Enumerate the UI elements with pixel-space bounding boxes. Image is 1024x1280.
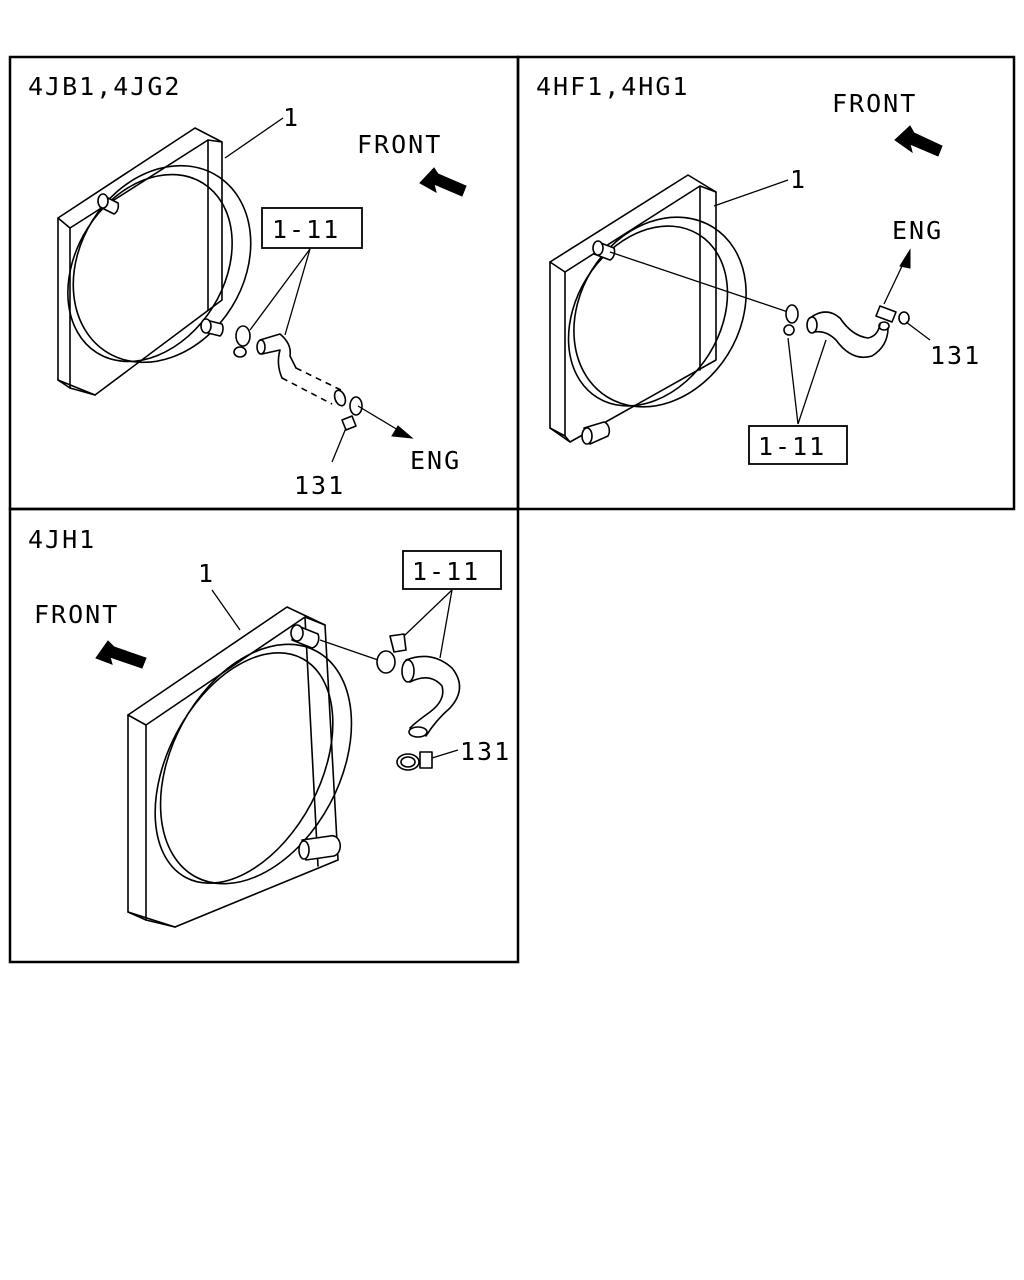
leader-line bbox=[403, 589, 453, 637]
part-number-radiator: 1 bbox=[790, 165, 807, 194]
radiator-upper-inlet bbox=[290, 624, 320, 649]
panel-4jb1-4jg2: 4JB1,4JG2 1 1-11 bbox=[8, 55, 520, 511]
front-arrow-icon bbox=[894, 125, 943, 157]
part-number-clamp: 131 bbox=[930, 341, 981, 370]
radiator-lower-outlet bbox=[200, 318, 224, 337]
part-number-hose-kit: 1-11 bbox=[272, 215, 340, 244]
engine-variant-label: 4JB1,4JG2 bbox=[28, 72, 181, 101]
connection-line bbox=[319, 639, 379, 661]
leader-line bbox=[249, 248, 311, 331]
radiator-hose[interactable] bbox=[806, 311, 890, 359]
panel-4jh1: 4JH1 1 1-11 bbox=[8, 507, 520, 964]
part-number-radiator: 1 bbox=[198, 559, 215, 588]
hose-clamp-lower[interactable] bbox=[341, 396, 363, 431]
panel-frame bbox=[516, 55, 1016, 511]
part-number-box-hose-kit bbox=[748, 425, 848, 465]
panel-frame bbox=[8, 55, 520, 511]
part-number-box-hose-kit bbox=[261, 207, 363, 249]
hose-clamp-upper[interactable] bbox=[783, 304, 799, 336]
panel-frame bbox=[8, 507, 520, 964]
engine-variant-label: 4JH1 bbox=[28, 525, 96, 554]
eng-direction-label: ENG bbox=[410, 446, 461, 475]
leader-line bbox=[211, 589, 241, 631]
front-arrow-icon bbox=[419, 167, 467, 197]
radiator-lower-outlet bbox=[298, 834, 341, 861]
leader-line bbox=[787, 337, 799, 425]
hose-clamp-upper[interactable] bbox=[233, 325, 251, 358]
radiator[interactable] bbox=[536, 174, 781, 445]
leader-line bbox=[224, 117, 284, 159]
eng-direction-label: ENG bbox=[892, 216, 943, 245]
eng-direction-line bbox=[883, 261, 905, 305]
hose-clamp-lower[interactable] bbox=[875, 305, 910, 325]
engine-variant-label: 4HF1,4HG1 bbox=[536, 72, 689, 101]
eng-direction-line bbox=[357, 405, 399, 431]
front-direction-label: FRONT bbox=[832, 89, 917, 118]
front-direction-label: FRONT bbox=[357, 130, 442, 159]
radiator-upper-inlet bbox=[97, 193, 120, 215]
radiator-hose[interactable] bbox=[401, 655, 461, 738]
radiator-upper-inlet bbox=[592, 240, 616, 261]
part-number-hose-kit: 1-11 bbox=[758, 432, 826, 461]
radiator[interactable] bbox=[119, 606, 391, 928]
front-arrow-icon bbox=[95, 640, 147, 669]
front-direction-label: FRONT bbox=[34, 600, 119, 629]
radiator-lower-outlet bbox=[581, 421, 611, 445]
part-number-radiator: 1 bbox=[283, 103, 300, 132]
part-number-box-hose-kit bbox=[402, 550, 502, 590]
radiator-hose[interactable] bbox=[256, 333, 347, 407]
eng-arrow-icon bbox=[899, 248, 911, 269]
leader-line bbox=[331, 427, 347, 463]
leader-line bbox=[905, 321, 931, 341]
part-number-clamp: 131 bbox=[294, 471, 345, 500]
leader-line bbox=[713, 179, 789, 207]
leader-line bbox=[431, 749, 459, 759]
hose-clamp-upper[interactable] bbox=[376, 633, 407, 674]
connection-line bbox=[609, 251, 789, 313]
hose-clamp-lower[interactable] bbox=[396, 751, 433, 771]
leader-line bbox=[439, 589, 453, 659]
leader-line bbox=[284, 248, 311, 336]
radiator[interactable] bbox=[34, 127, 286, 396]
leader-line bbox=[797, 339, 827, 425]
part-number-hose-kit: 1-11 bbox=[412, 557, 480, 586]
panel-4hf1-4hg1: 4HF1,4HG1 1 bbox=[516, 55, 1016, 511]
part-number-clamp: 131 bbox=[460, 737, 511, 766]
eng-arrow-icon bbox=[391, 425, 414, 439]
